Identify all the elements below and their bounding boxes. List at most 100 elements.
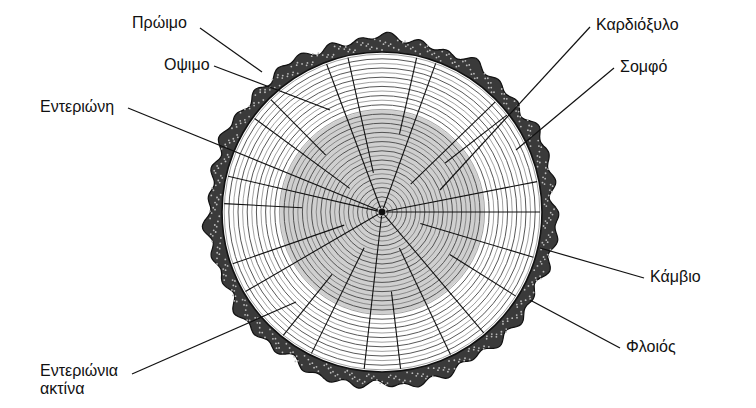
label-text: Φλοιός bbox=[626, 338, 676, 355]
bark-texture bbox=[448, 368, 450, 370]
bark-texture bbox=[339, 46, 341, 48]
bark-texture bbox=[491, 91, 493, 93]
bark-texture bbox=[543, 244, 545, 246]
bark-texture bbox=[547, 168, 549, 170]
bark-texture bbox=[234, 280, 236, 282]
bark-texture bbox=[426, 376, 428, 378]
leader-line bbox=[214, 66, 330, 110]
bark-texture bbox=[376, 379, 378, 381]
bark-texture bbox=[220, 175, 222, 177]
bark-texture bbox=[549, 236, 551, 238]
bark-texture bbox=[550, 219, 552, 221]
bark-texture bbox=[516, 317, 518, 319]
ray-line bbox=[255, 119, 350, 189]
bark-texture bbox=[262, 99, 264, 101]
bark-texture bbox=[246, 319, 248, 321]
bark-texture bbox=[432, 376, 434, 378]
bark-texture bbox=[307, 359, 309, 361]
bark-texture bbox=[427, 45, 429, 47]
bark-texture bbox=[216, 257, 218, 259]
bark-texture bbox=[212, 235, 214, 237]
bark-texture bbox=[228, 139, 230, 141]
bark-texture bbox=[330, 372, 332, 374]
bark-texture bbox=[312, 61, 314, 63]
bark-texture bbox=[371, 46, 373, 48]
bark-texture bbox=[272, 333, 274, 335]
bark-texture bbox=[213, 229, 215, 231]
bark-texture bbox=[544, 178, 546, 180]
bark-texture bbox=[527, 119, 529, 121]
bark-texture bbox=[490, 87, 492, 89]
bark-texture bbox=[548, 234, 550, 236]
bark-texture bbox=[506, 98, 508, 100]
bark-texture bbox=[544, 203, 546, 205]
bark-texture bbox=[519, 121, 521, 123]
label-text: Οψιμο bbox=[164, 56, 210, 73]
bark-texture bbox=[543, 256, 545, 258]
bark-texture bbox=[368, 374, 370, 376]
bark-texture bbox=[402, 42, 404, 44]
bark-texture bbox=[379, 40, 381, 42]
ray-line bbox=[386, 211, 540, 212]
bark-texture bbox=[501, 93, 503, 95]
bark-texture bbox=[264, 89, 266, 91]
bark-texture bbox=[415, 50, 417, 52]
part-label: Κάμβιο bbox=[650, 268, 701, 286]
bark-texture bbox=[379, 382, 381, 384]
bark-texture bbox=[546, 222, 548, 224]
bark-texture bbox=[548, 256, 550, 258]
bark-texture bbox=[501, 331, 503, 333]
bark-texture bbox=[387, 382, 389, 384]
bark-texture bbox=[491, 333, 493, 335]
bark-texture bbox=[454, 61, 456, 63]
bark-texture bbox=[224, 259, 226, 261]
bark-texture bbox=[272, 338, 274, 340]
bark-texture bbox=[253, 105, 255, 107]
bark-texture bbox=[247, 314, 249, 316]
bark-texture bbox=[552, 214, 554, 216]
bark-texture bbox=[540, 278, 542, 280]
bark-texture bbox=[224, 144, 226, 146]
leader-line bbox=[440, 27, 590, 190]
bark-texture bbox=[259, 89, 261, 91]
bark-texture bbox=[507, 320, 509, 322]
bark-texture bbox=[256, 322, 258, 324]
ray-line bbox=[271, 100, 326, 155]
bark-texture bbox=[246, 305, 248, 307]
bark-texture bbox=[278, 347, 280, 349]
bark-texture bbox=[233, 290, 235, 292]
bark-texture bbox=[290, 352, 292, 354]
bark-texture bbox=[455, 66, 457, 68]
bark-texture bbox=[549, 189, 551, 191]
bark-texture bbox=[240, 122, 242, 124]
bark-texture bbox=[231, 127, 233, 129]
bark-texture bbox=[545, 198, 547, 200]
bark-texture bbox=[540, 261, 542, 263]
bark-texture bbox=[223, 279, 225, 281]
bark-texture bbox=[229, 142, 231, 144]
bark-texture bbox=[544, 258, 546, 260]
bark-texture bbox=[217, 167, 219, 169]
part-label: Φλοιός bbox=[626, 338, 676, 356]
bark-texture bbox=[411, 372, 413, 374]
bark-texture bbox=[404, 40, 406, 42]
bark-texture bbox=[545, 205, 547, 207]
pith-dot bbox=[379, 209, 386, 216]
label-text: Πρώιμο bbox=[132, 14, 187, 31]
bark-texture bbox=[264, 91, 266, 93]
bark-texture bbox=[237, 136, 239, 138]
bark-texture bbox=[352, 378, 354, 380]
bark-texture bbox=[511, 317, 513, 319]
bark-texture bbox=[388, 376, 390, 378]
bark-texture bbox=[306, 64, 308, 66]
bark-texture bbox=[473, 346, 475, 348]
leader-lines bbox=[128, 27, 644, 374]
part-label: Εντεριώνια ακτίνα bbox=[40, 362, 132, 398]
bark-texture bbox=[215, 172, 217, 174]
bark-texture bbox=[412, 46, 414, 48]
bark-texture bbox=[376, 48, 378, 50]
bark-texture bbox=[233, 140, 235, 142]
bark-texture bbox=[346, 370, 348, 372]
bark-texture bbox=[503, 93, 505, 95]
bark-texture bbox=[503, 98, 505, 100]
